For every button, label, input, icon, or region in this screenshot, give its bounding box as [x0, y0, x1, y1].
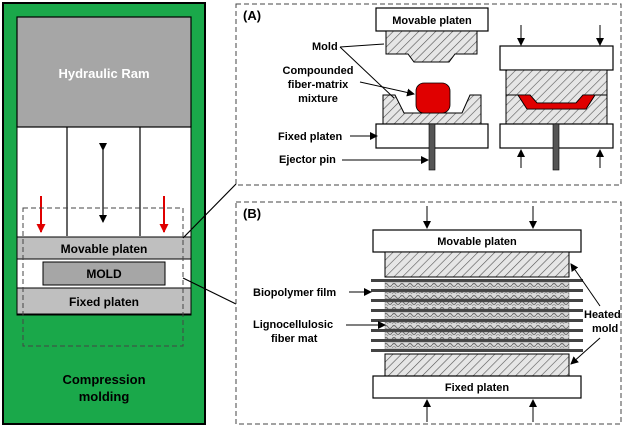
a-compounded-line-1: Compounded: [283, 65, 354, 77]
a-mold-pointer-2: [339, 46, 395, 99]
panel-b-frame: [235, 201, 622, 425]
press-panel: Hydraulic Ram Movable platen MOLD Fixed …: [2, 2, 206, 425]
b-fiber-mat-5: [384, 321, 570, 330]
caption-line-1: Compression: [62, 372, 145, 387]
b-biopolymer-film-2: [371, 289, 583, 292]
b-lower-heated-mold: [384, 353, 570, 377]
panel-a: (A) Movable platen Mold Compounded fiber…: [235, 3, 622, 186]
b-biopolymer-film-1: [371, 279, 583, 282]
panel-a-frame: [235, 3, 622, 186]
b-heated-mold-pointer-upper: [570, 263, 601, 307]
b-lignocellulosic-line-2: fiber mat: [271, 333, 318, 345]
mold-label: MOLD: [86, 267, 122, 281]
a-compounded-line-3: mixture: [298, 93, 338, 105]
b-heated-mold-pointer-lower: [570, 337, 601, 365]
a-ejector-pin: [428, 123, 436, 171]
mold-block: [42, 261, 166, 286]
b-lignocellulosic-line-1: Lignocellulosic: [253, 319, 333, 331]
zoom-region-box: [22, 207, 184, 347]
ram-label: Hydraulic Ram: [58, 66, 149, 81]
panel-a-tag: (A): [243, 8, 261, 23]
a2-ejector-pin: [552, 123, 560, 171]
b-fiber-mat-7: [384, 341, 570, 350]
a-compounded-line-2: fiber-matrix: [288, 79, 349, 91]
a-mixture: [415, 82, 451, 114]
fixed-platen: [16, 287, 192, 315]
a2-movable-platen: [499, 45, 614, 71]
panel-b-tag: (B): [243, 206, 261, 221]
a-fixed-platen-label: Fixed platen: [278, 131, 342, 143]
b-heated-mold-line-1: Heated: [584, 309, 621, 321]
a-mold-label: Mold: [312, 41, 338, 53]
b-biopolymer-film-5: [371, 319, 583, 322]
b-movable-platen-label: Movable platen: [437, 236, 517, 248]
b-fiber-mat-1: [384, 281, 570, 290]
b-fixed-platen: [372, 375, 582, 399]
movable-platen-label: Movable platen: [61, 242, 148, 256]
b-fiber-mat-6: [384, 331, 570, 340]
zoom-line-to-a: [182, 183, 237, 239]
a-movable-platen-label: Movable platen: [392, 15, 472, 27]
b-biopolymer-film-7: [371, 339, 583, 342]
panel-b: (B) Movable platen Fixed platen: [235, 201, 622, 425]
a-upper-mold: [385, 30, 478, 63]
zoom-line-to-b: [182, 277, 237, 305]
b-heated-mold-line-2: mold: [592, 323, 618, 335]
b-biopolymer-film-8: [371, 349, 583, 352]
b-layer-stack: [371, 279, 583, 352]
b-fiber-mat-3: [384, 301, 570, 310]
b-upper-heated-mold: [384, 251, 570, 278]
b-biopolymer-film-3: [371, 299, 583, 302]
b-biopolymer-film-label: Biopolymer film: [253, 287, 336, 299]
b-fiber-mat-2: [384, 291, 570, 300]
b-biopolymer-film-4: [371, 309, 583, 312]
a-mold-pointer-1: [339, 43, 385, 48]
a-mixture-pointer: [359, 81, 415, 97]
hydraulic-ram: [16, 16, 192, 128]
a-ejector-pin-label: Ejector pin: [279, 154, 336, 166]
b-fixed-platen-label: Fixed platen: [445, 382, 509, 394]
caption-line-2: molding: [79, 389, 130, 404]
movable-platen: [16, 236, 192, 260]
b-fiber-mat-4: [384, 311, 570, 320]
fixed-platen-label: Fixed platen: [69, 295, 139, 309]
a2-molded-part: [517, 94, 596, 110]
b-biopolymer-film-6: [371, 329, 583, 332]
